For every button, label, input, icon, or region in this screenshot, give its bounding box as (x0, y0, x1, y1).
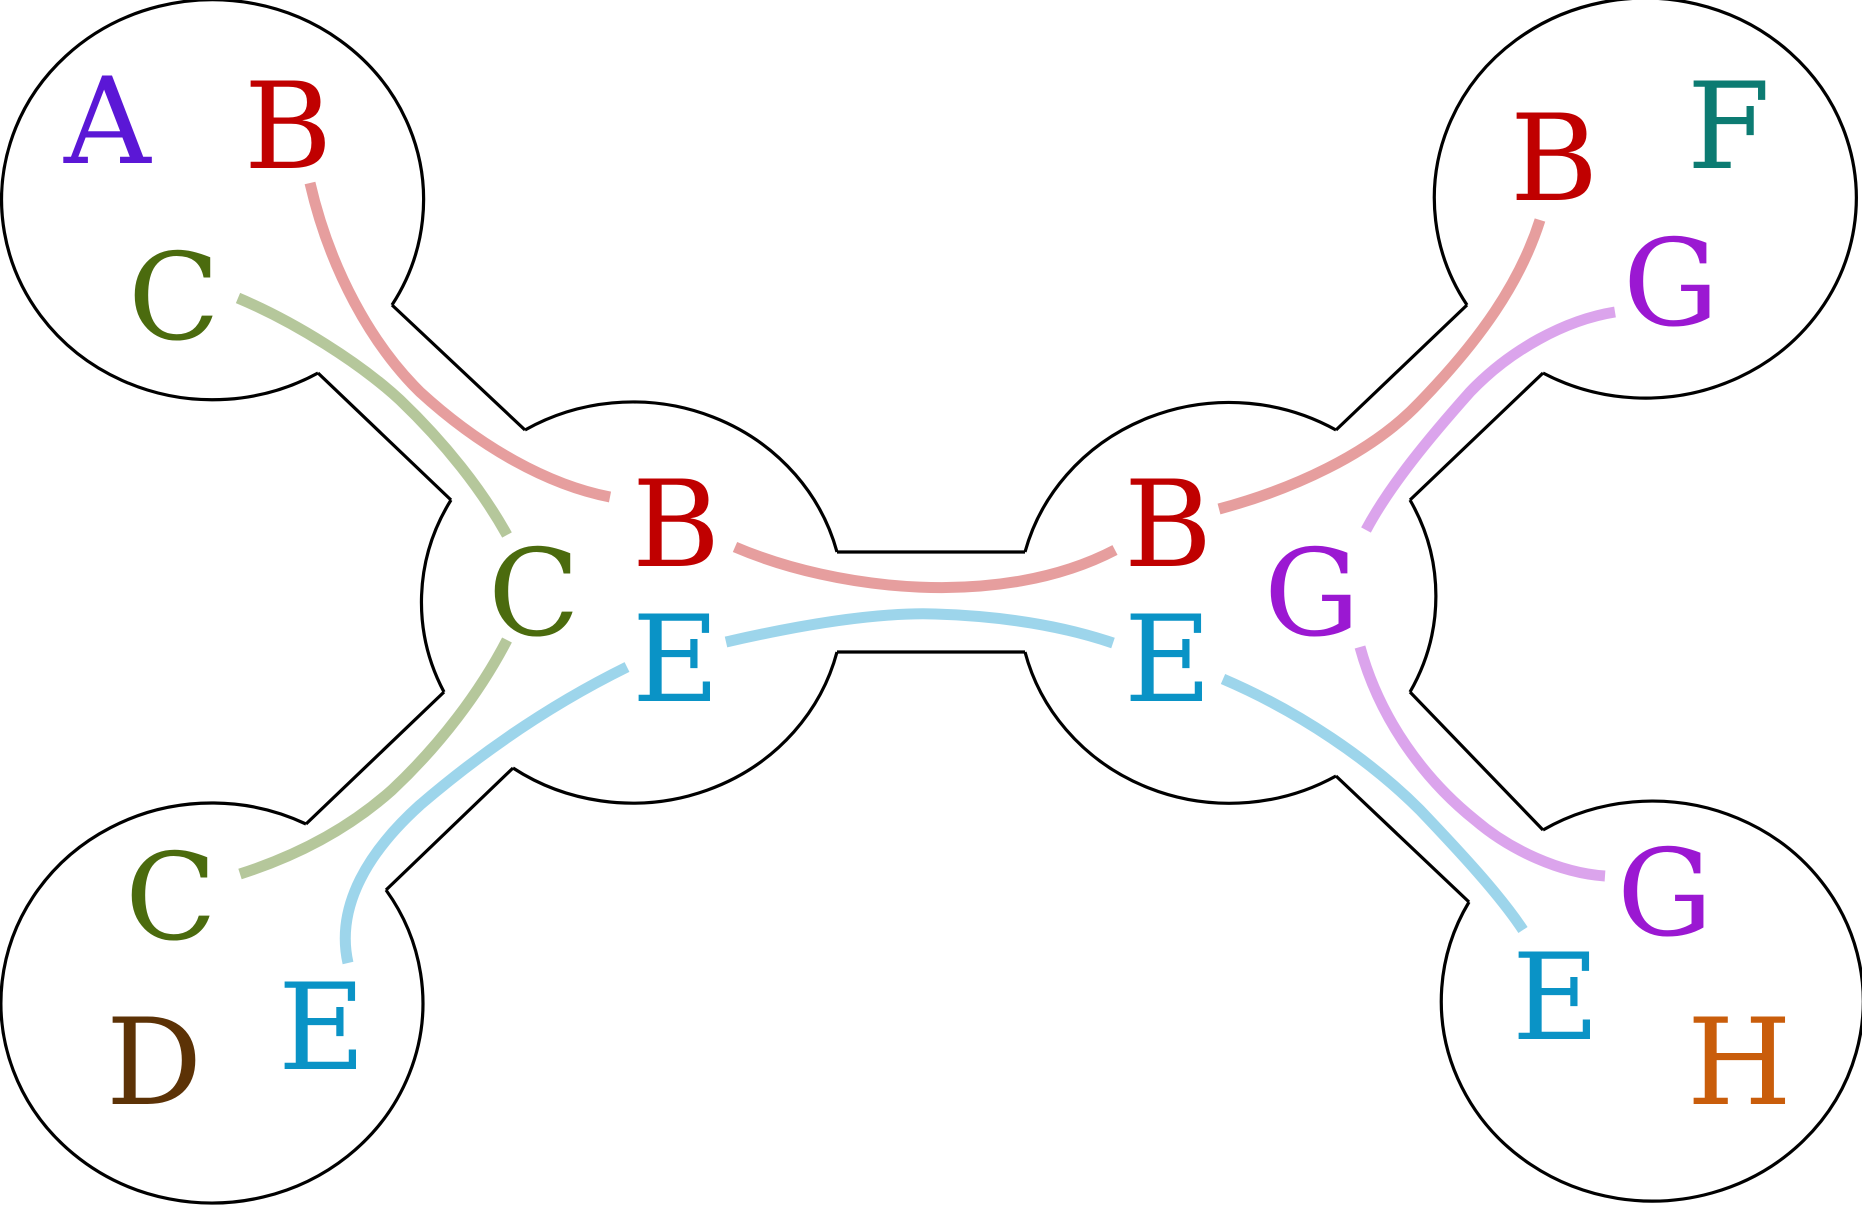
neck-bottom-right (1334, 690, 1545, 904)
bag-outline-bottom-right (1439, 799, 1862, 1203)
label-c: C (125, 829, 217, 968)
label-b: B (632, 456, 720, 595)
bag-top-left: A B C (63, 53, 332, 368)
link-b-middle (732, 541, 1118, 594)
bag-center-right: B E G (1124, 456, 1360, 730)
variable-links (235, 181, 1616, 965)
bag-center-left: C B E (488, 456, 720, 730)
label-g: G (1617, 825, 1713, 964)
label-d: D (106, 994, 202, 1133)
bag-outline-top-right (1432, 0, 1858, 400)
label-e: E (1124, 591, 1212, 730)
bag-bottom-right: G E H (1512, 825, 1792, 1133)
label-b: B (1510, 90, 1598, 229)
neck-middle (837, 550, 1025, 654)
neck-bottom-left (304, 690, 515, 892)
label-c: C (128, 229, 220, 368)
link-b-top-left (304, 181, 612, 503)
bag-outline-center-right (1023, 400, 1438, 805)
link-b-top-right (1217, 218, 1546, 515)
bag-bottom-left: C D E (106, 829, 366, 1133)
link-g-top-right (1361, 306, 1616, 533)
bag-outline-top-left (0, 0, 426, 402)
bag-outline-center-left (419, 400, 839, 805)
neck-top-left (316, 303, 527, 502)
link-e-bottom-right (1220, 673, 1528, 934)
link-c-top-left (235, 292, 512, 538)
label-e: E (632, 591, 720, 730)
bag-top-right: B F G (1510, 58, 1770, 354)
link-e-bottom-left (339, 662, 630, 965)
label-b: B (1124, 456, 1212, 595)
label-h: H (1687, 994, 1792, 1133)
label-c: C (488, 525, 580, 664)
label-b: B (244, 58, 332, 197)
label-e: E (1512, 929, 1600, 1068)
label-a: A (63, 53, 152, 192)
label-f: F (1687, 58, 1770, 197)
label-g: G (1623, 215, 1719, 354)
bag-outline-bottom-left (0, 801, 425, 1205)
neck-top-right (1334, 303, 1545, 502)
link-e-middle (724, 608, 1115, 649)
label-e: E (278, 959, 366, 1098)
link-g-bottom-right (1354, 645, 1606, 882)
label-g: G (1264, 525, 1360, 664)
link-c-bottom-left (238, 637, 512, 880)
